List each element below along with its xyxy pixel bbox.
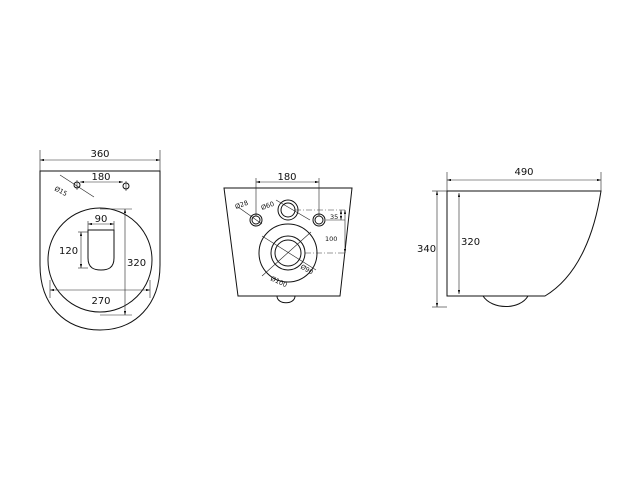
- dim-overall-height: 340: [417, 244, 436, 255]
- dim-bowl-length: 320: [127, 258, 146, 269]
- leader-outlet-outer: [261, 231, 312, 277]
- top-view-outline: [39, 170, 161, 331]
- dim-inlet-diameter: Ø60: [260, 200, 275, 212]
- dim-outlet-inner-diameter: Ø90: [299, 263, 315, 277]
- bolt-hole-right: [312, 213, 326, 227]
- dim-overall-width: 360: [90, 149, 109, 160]
- rear-view: 180 Ø28 Ø60 35 100 Ø90 Ø: [223, 172, 353, 304]
- bowl-opening: [87, 229, 115, 271]
- dim-bolt-spacing: 180: [277, 172, 296, 183]
- leader-inlet-diameter: [275, 199, 311, 221]
- side-view: 490 340 320: [417, 167, 602, 308]
- outlet-stub: [482, 295, 529, 307]
- leader-bolt-diameter: [237, 206, 263, 225]
- dim-hole-spacing: 180: [91, 172, 110, 183]
- bowl-rim: [47, 207, 153, 313]
- dim-opening-length: 120: [59, 246, 78, 257]
- side-view-outline: [446, 190, 602, 297]
- bolt-hole-left: [249, 213, 263, 227]
- dim-outlet-height: 100: [325, 235, 337, 243]
- dim-opening-width: 90: [95, 214, 108, 225]
- dim-hole-diameter: Ø15: [53, 185, 69, 198]
- fixing-hole-left: [73, 180, 81, 190]
- rear-view-outline: [223, 187, 353, 297]
- dim-body-height: 320: [461, 237, 480, 248]
- fixing-hole-right: [122, 181, 130, 191]
- outlet-stub: [276, 295, 296, 304]
- dim-bolt-diameter: Ø28: [234, 199, 249, 211]
- leader-hole-diameter: [59, 174, 95, 198]
- leader-outlet-inner: [261, 235, 317, 271]
- dim-bowl-width: 270: [91, 296, 110, 307]
- dim-outlet-outer-diameter: Ø100: [269, 275, 288, 290]
- top-view: 360 180 Ø15 90 120 320 270: [39, 149, 161, 331]
- dim-depth: 490: [514, 167, 533, 178]
- dim-bolt-offset: 35: [330, 213, 338, 221]
